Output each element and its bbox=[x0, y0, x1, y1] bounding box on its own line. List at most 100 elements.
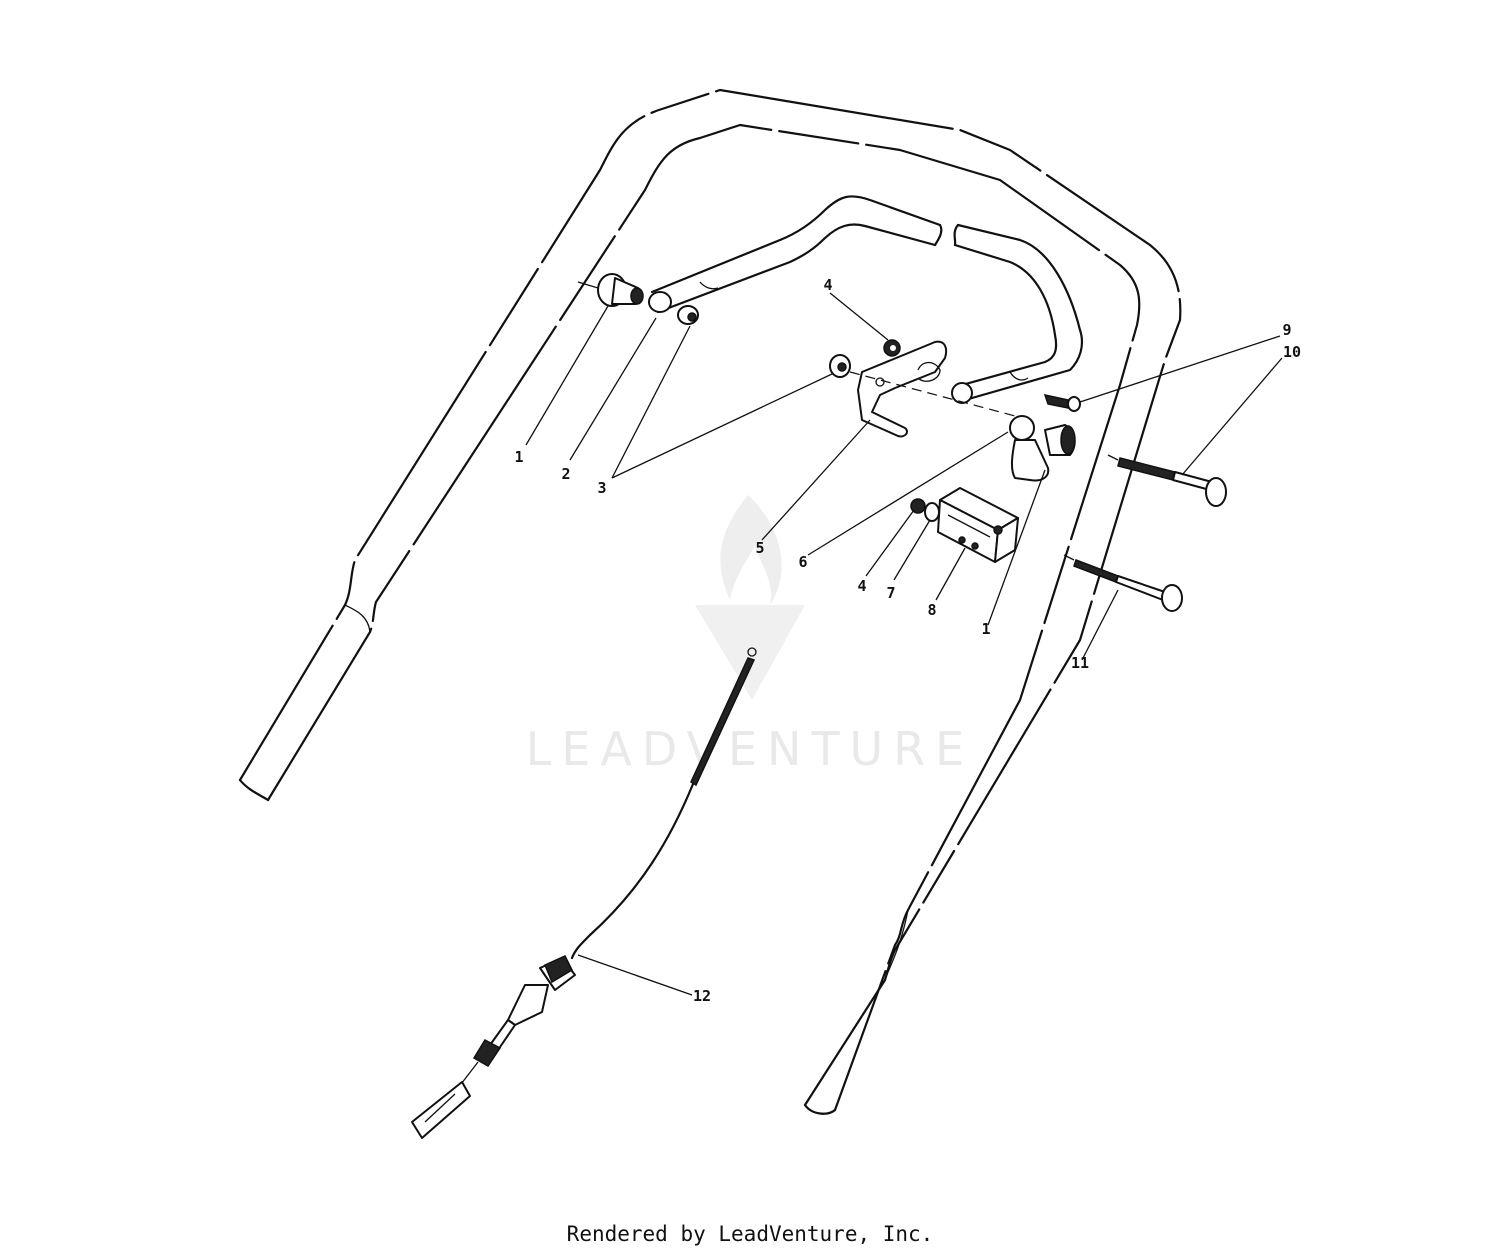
handle-left-end-cap bbox=[238, 778, 270, 802]
cable-end-fitting bbox=[411, 1081, 471, 1139]
callout-1-right: 1 bbox=[981, 620, 990, 638]
callouts: 1 2 3 4 5 6 4 7 8 1 9 10 11 12 bbox=[514, 276, 1301, 1005]
leader-11 bbox=[1081, 589, 1119, 661]
bail-bar-left-end-hole bbox=[648, 291, 672, 313]
lever-ring bbox=[1009, 415, 1035, 441]
part-9-screw bbox=[1043, 393, 1081, 412]
leader-4-lower bbox=[865, 509, 915, 577]
block-detail-1 bbox=[958, 536, 966, 544]
bracket-slot bbox=[917, 361, 941, 382]
cable-end-slot bbox=[424, 1093, 456, 1123]
leader-3-to-washer-center bbox=[611, 373, 833, 479]
part-8-cable-block bbox=[937, 487, 1019, 563]
part-7-washer-lower bbox=[924, 502, 940, 522]
callout-12: 12 bbox=[693, 987, 711, 1005]
handle-right-inner-edge bbox=[266, 123, 1141, 1112]
callout-6: 6 bbox=[798, 553, 807, 571]
leader-1-left bbox=[525, 305, 609, 446]
leader-2 bbox=[569, 317, 657, 461]
leader-4-upper bbox=[829, 292, 889, 341]
bail-bar-lower-edge bbox=[656, 223, 937, 314]
part-4-nut-lower bbox=[910, 498, 926, 514]
bracket-hole bbox=[875, 377, 885, 387]
callout-7: 7 bbox=[886, 584, 895, 602]
part-11-bolt-lower bbox=[1063, 554, 1183, 612]
cable-spring-lower bbox=[472, 1039, 502, 1067]
leader-9 bbox=[1079, 335, 1281, 403]
cable-adjuster-knurl bbox=[544, 955, 573, 984]
screw-thread bbox=[1043, 393, 1069, 409]
block-bore bbox=[993, 525, 1003, 535]
watermark-text: LEADVENTURE bbox=[526, 722, 975, 776]
callout-1-left: 1 bbox=[514, 448, 523, 466]
part-1-pivot-left bbox=[577, 273, 644, 307]
bolt-upper-head bbox=[1205, 477, 1227, 507]
leader-1-right bbox=[987, 469, 1046, 626]
block-channel bbox=[947, 514, 991, 538]
bolt-lower-head bbox=[1161, 584, 1183, 612]
pivot-left-shaft-end bbox=[630, 287, 644, 305]
bolt-lower-shank bbox=[1115, 575, 1166, 601]
leader-8 bbox=[935, 547, 966, 601]
screw-head bbox=[1067, 396, 1081, 412]
nut-lower-body bbox=[910, 498, 926, 514]
cable-end-loop bbox=[747, 647, 757, 657]
block-detail-2 bbox=[971, 542, 979, 550]
bail-bar-right-end-hole bbox=[951, 382, 973, 404]
pivot-left-axis bbox=[577, 281, 599, 289]
leader-lines bbox=[525, 292, 1283, 996]
washer-left-center bbox=[687, 312, 697, 322]
bail-bar-upper-edge bbox=[650, 195, 942, 294]
part-3-washers bbox=[677, 305, 851, 378]
cable-spring-upper bbox=[690, 657, 756, 787]
bail-bar-right-flat bbox=[1009, 371, 1029, 381]
leader-5 bbox=[761, 419, 871, 541]
part-12-cable bbox=[411, 647, 757, 1139]
callout-3: 3 bbox=[597, 479, 606, 497]
part-6-lever bbox=[1009, 415, 1076, 482]
bolt-upper-axis bbox=[1107, 454, 1119, 461]
bail-bar-break-right bbox=[953, 223, 960, 247]
part-5-bracket bbox=[849, 340, 1031, 438]
handle-right-end-cap bbox=[803, 1103, 837, 1115]
washer-center-hole bbox=[837, 362, 847, 372]
handle-right-bend-mark bbox=[884, 909, 909, 981]
cable-ferrule bbox=[507, 984, 549, 1026]
leader-3-to-washer-left bbox=[611, 325, 691, 479]
bolt-upper-thread bbox=[1117, 457, 1176, 481]
bail-bar-right-lower bbox=[953, 243, 1058, 387]
callout-2: 2 bbox=[561, 465, 570, 483]
handle-left-bend-mark bbox=[344, 604, 371, 633]
watermark-v-icon bbox=[695, 605, 805, 700]
bail-bar-break-left bbox=[933, 223, 943, 247]
bail-bar-left-flat bbox=[699, 281, 719, 290]
footer-credit: Rendered by LeadVenture, Inc. bbox=[566, 1222, 934, 1246]
watermark: LEADVENTURE bbox=[526, 495, 975, 776]
cable-housing bbox=[570, 782, 695, 960]
nut-upper-hole bbox=[890, 345, 896, 351]
lever-knob-face bbox=[1060, 425, 1076, 455]
bail-bar-right-upper bbox=[956, 223, 1084, 402]
callout-11: 11 bbox=[1071, 654, 1089, 672]
bracket-plate bbox=[857, 340, 948, 438]
leader-12 bbox=[577, 954, 693, 996]
callout-4-lower: 4 bbox=[857, 577, 866, 595]
callout-8: 8 bbox=[927, 601, 936, 619]
part-4-nut-upper bbox=[883, 339, 901, 357]
callout-9: 9 bbox=[1282, 321, 1291, 339]
bolt-lower-thread bbox=[1073, 559, 1119, 583]
callout-4-upper: 4 bbox=[823, 276, 832, 294]
lever-body bbox=[1011, 439, 1050, 482]
washer-lower bbox=[924, 502, 940, 522]
leader-10 bbox=[1181, 357, 1283, 476]
part-10-bolt-upper bbox=[1107, 454, 1227, 507]
outer-handle bbox=[238, 88, 1182, 1115]
bail-bar bbox=[648, 195, 1084, 404]
callout-10: 10 bbox=[1283, 343, 1301, 361]
callout-5: 5 bbox=[755, 539, 764, 557]
watermark-flame-icon bbox=[720, 495, 782, 605]
bolt-lower-axis bbox=[1063, 554, 1075, 561]
handle-left-outer-edge bbox=[238, 88, 1182, 1107]
leader-6 bbox=[807, 431, 1009, 556]
leader-7 bbox=[893, 519, 931, 581]
